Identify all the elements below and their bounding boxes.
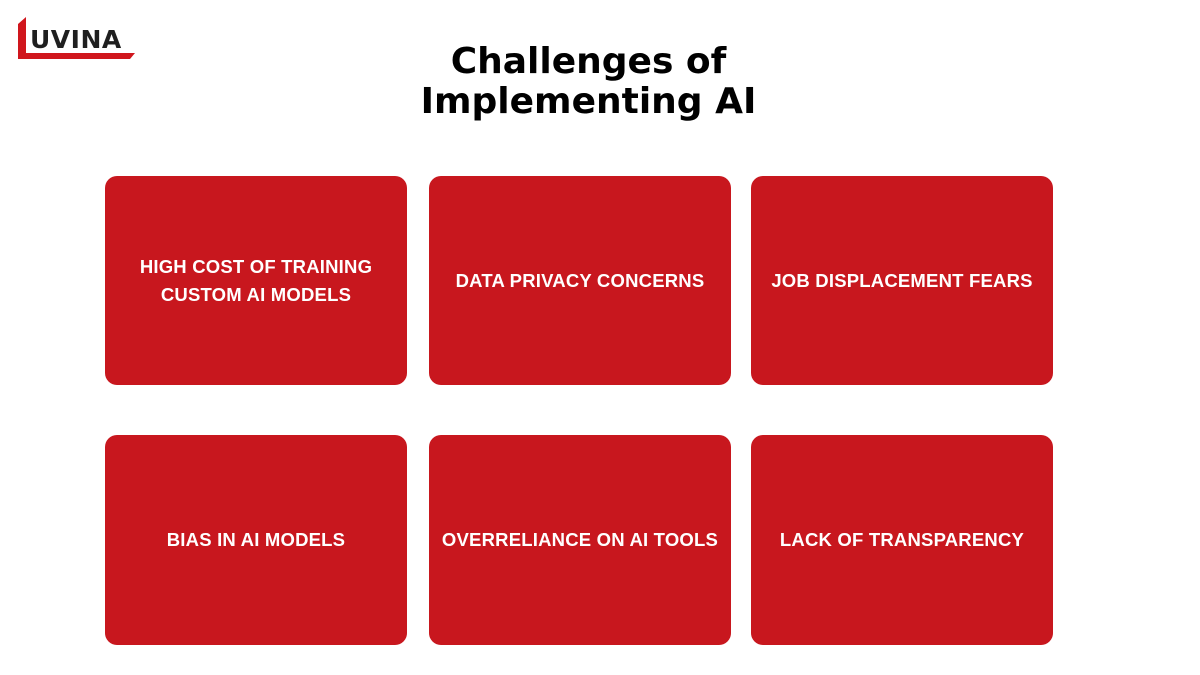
- luvina-logo: UVINA: [17, 16, 137, 62]
- challenge-card-label: HIGH COST OF TRAINING CUSTOM AI MODELS: [139, 255, 373, 305]
- challenge-card-overreliance: OVERRELIANCE ON AI TOOLS: [429, 435, 731, 645]
- page-title-line-1: Challenges of: [450, 41, 727, 82]
- challenge-card-label: BIAS IN AI MODELS: [166, 529, 346, 550]
- challenge-card-data-privacy: DATA PRIVACY CONCERNS: [429, 176, 731, 385]
- challenge-card-label: JOB DISPLACEMENT FEARS: [771, 269, 1033, 291]
- challenge-card-label: DATA PRIVACY CONCERNS: [455, 269, 705, 291]
- page-title: Challenges of Implementing AI: [0, 42, 1177, 122]
- page-title-line-2: Implementing AI: [420, 81, 757, 122]
- challenge-card-high-cost: HIGH COST OF TRAINING CUSTOM AI MODELS: [105, 176, 407, 385]
- challenge-card-label: LACK OF TRANSPARENCY: [779, 529, 1025, 550]
- challenge-card-label: OVERRELIANCE ON AI TOOLS: [441, 529, 719, 550]
- challenge-card-transparency: LACK OF TRANSPARENCY: [751, 435, 1053, 645]
- logo-l-mark-icon: [18, 17, 135, 59]
- logo-text: UVINA: [30, 25, 122, 54]
- challenge-card-bias: BIAS IN AI MODELS: [105, 435, 407, 645]
- challenge-card-job-displacement: JOB DISPLACEMENT FEARS: [751, 176, 1053, 385]
